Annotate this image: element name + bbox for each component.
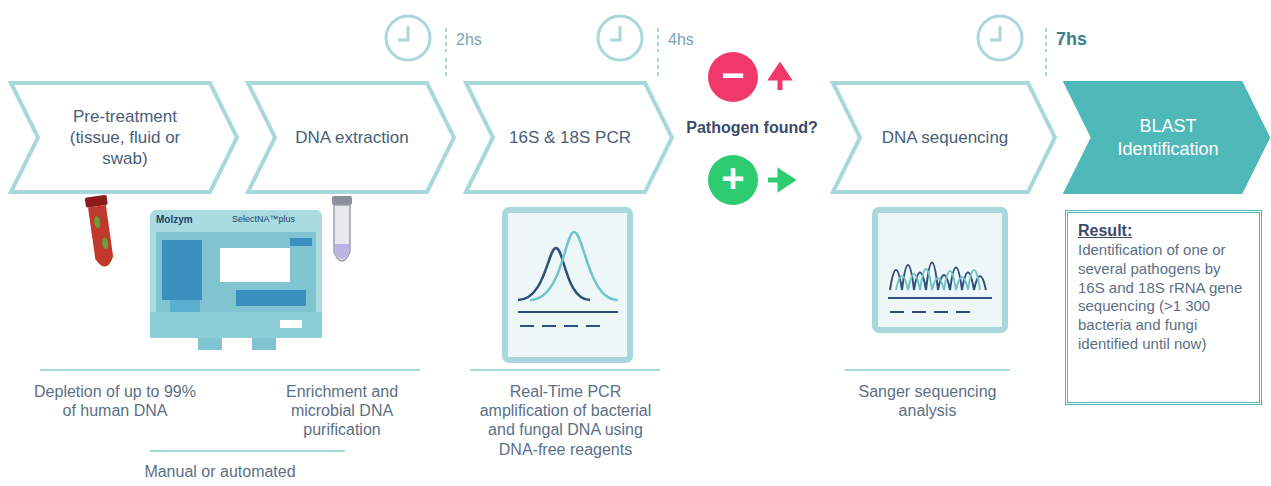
step-label: Identification of one or several pathoge… [1078,241,1249,354]
description-text: Sanger sequencing analysis [840,382,1015,420]
description-text: Depletion of up to 99% of human DNA [30,382,200,420]
sign-symbol: − [721,55,744,95]
description-text: Real-Time PCR amplification of bacterial… [478,382,653,459]
time-label: 7hs [1056,29,1116,51]
brand-label: Molzym [156,214,216,226]
process-chevron: DNA extraction [245,80,457,195]
time-label: 4hs [668,30,728,49]
positive-circle: + [708,155,758,205]
clock-icon [386,16,1022,60]
chevron-outline [1063,80,1271,195]
process-chevron: DNA sequencing [830,80,1058,195]
extraction-machine [150,210,322,350]
eluate-tube [332,196,352,261]
description-text: Manual or automated [110,462,330,481]
right-arrow [768,172,792,188]
sample-tube [85,195,117,268]
pcr-monitor [505,210,630,360]
process-chevron: 16S & 18S PCR [463,80,675,195]
time-label: 2hs [456,30,516,49]
step-label: DNA extraction [295,127,408,148]
up-arrow [772,66,788,90]
result-heading: Result: [1078,221,1132,241]
decision-question: Pathogen found? [672,118,832,137]
step-label: 16S & 18S PCR [509,127,631,148]
sequencer-monitor [875,210,1005,330]
result-chevron: BLAST Identification [1063,80,1271,195]
model-label: SelectNA™plus [232,214,316,225]
description-text: Enrichment and microbial DNA purificatio… [262,382,422,440]
step-label: Pre-treatment (tissue, fluid or swab) [48,106,202,170]
step-label: BLAST Identification [1103,115,1233,160]
process-chevron: Pre-treatment (tissue, fluid or swab) [8,80,240,195]
negative-circle: − [708,52,758,102]
step-label: DNA sequencing [882,127,1009,148]
result-box: Result:Identification of one or several … [1065,210,1262,405]
sign-symbol: + [721,158,744,198]
